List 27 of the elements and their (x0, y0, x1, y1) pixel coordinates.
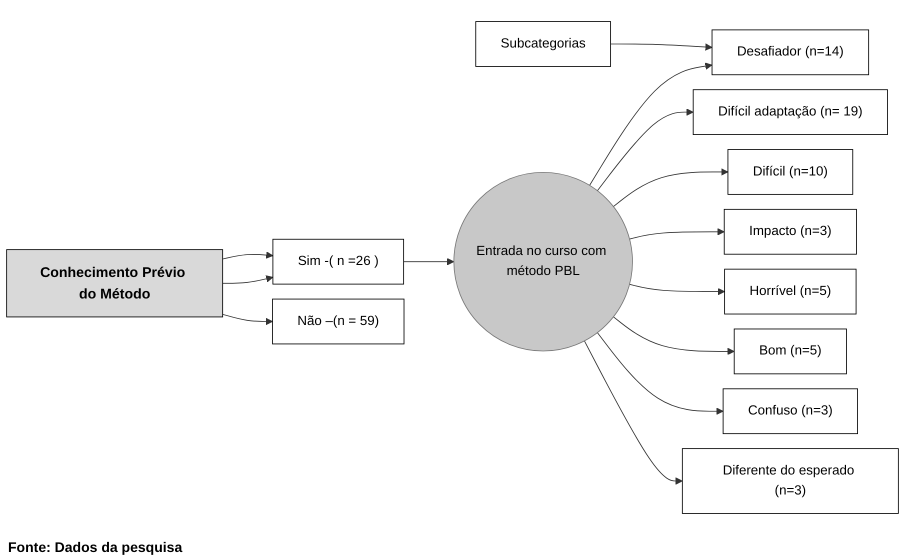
node-box: Difícil (n=10) (728, 149, 854, 195)
node-box: Não –(n = 59) (272, 298, 404, 344)
arrow (629, 228, 725, 240)
arrow (584, 340, 683, 485)
arrow (222, 314, 273, 326)
arrow (596, 332, 724, 415)
node-box: Difícil adaptação (n= 19) (692, 89, 888, 135)
node-box: Bom (n=5) (734, 328, 847, 374)
node-box: Conhecimento Prévio do Método (6, 249, 224, 318)
arrow (613, 316, 735, 356)
node-box: Desafiador (n=14) (712, 29, 870, 76)
node-box: Diferente do esperado (n=3) (682, 448, 899, 514)
arrow (596, 108, 694, 192)
arrow (403, 258, 454, 266)
arrow (222, 251, 274, 260)
node-box: Sim -( n =26 ) (272, 238, 404, 285)
node-box: Horrível (n=5) (724, 268, 856, 314)
source-caption: Fonte: Dados da pesquisa (7, 538, 184, 557)
arrow (222, 275, 274, 284)
arrow (613, 168, 728, 207)
arrow (610, 43, 712, 51)
arrow (589, 62, 712, 186)
node-box: Subcategorias (475, 21, 611, 67)
node-box: Confuso (n=3) (722, 388, 858, 434)
node-circle: Entrada no curso com método PBL (453, 172, 633, 352)
node-box: Impacto (n=3) (724, 208, 857, 255)
arrow (629, 284, 725, 296)
